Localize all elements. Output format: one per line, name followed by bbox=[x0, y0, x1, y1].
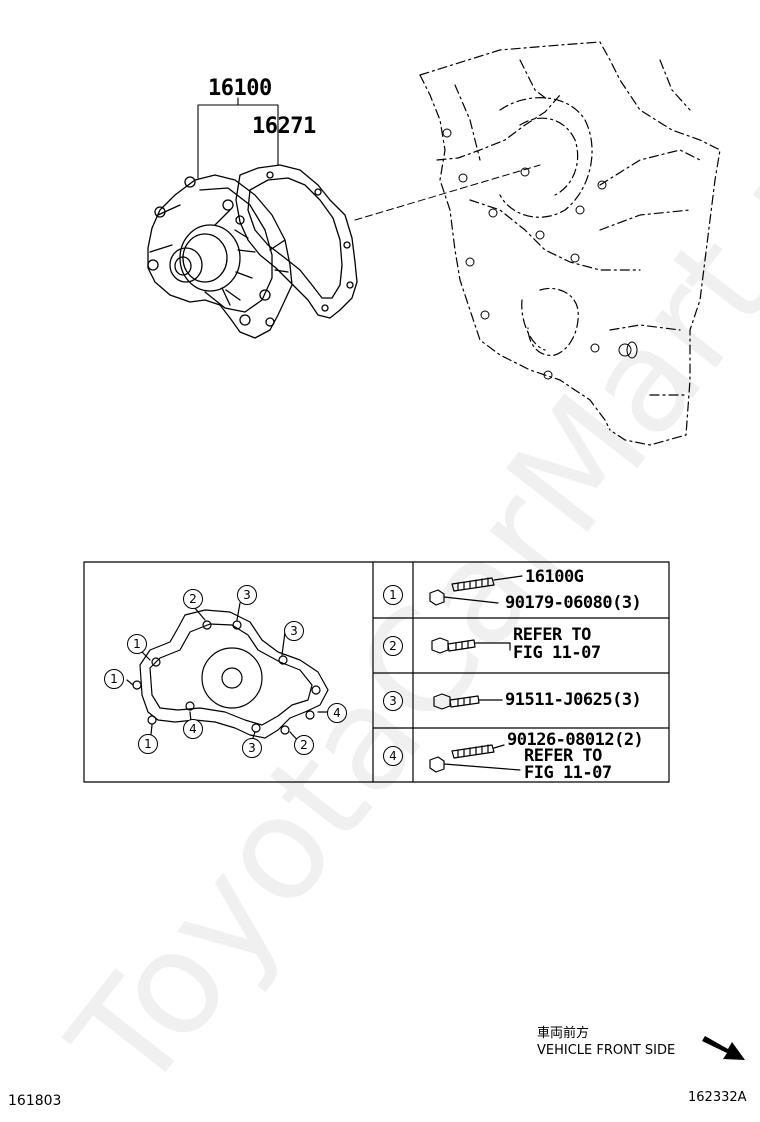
marker-3-bottom: 3 bbox=[242, 738, 262, 758]
part-16100G: 16100G bbox=[525, 567, 584, 587]
legend-marker-4: 4 bbox=[383, 746, 403, 766]
legend-marker-3: 3 bbox=[383, 691, 403, 711]
callout-16271: 16271 bbox=[252, 114, 316, 139]
marker-1-bottom: 1 bbox=[138, 734, 158, 754]
footer-right-code: 162332A bbox=[688, 1090, 747, 1105]
vehicle-front-jp: 車両前方 bbox=[537, 1026, 590, 1041]
marker-4-bottom: 4 bbox=[183, 719, 203, 739]
stud-bolt-icon-4 bbox=[429, 744, 521, 773]
marker-2-bottom: 2 bbox=[294, 735, 314, 755]
gasket-drawing bbox=[235, 164, 358, 319]
mounting-leader bbox=[354, 164, 541, 221]
vehicle-front-en: VEHICLE FRONT SIDE bbox=[537, 1043, 676, 1058]
bolt-icons bbox=[429, 575, 523, 773]
part-91511-J0625: 91511-J0625(3) bbox=[505, 690, 642, 710]
marker-3-right: 3 bbox=[284, 621, 304, 641]
legend-table bbox=[83, 561, 670, 783]
marker-3-top: 3 bbox=[237, 585, 257, 605]
marker-4-right: 4 bbox=[327, 703, 347, 723]
part-90126-08012: 90126-08012(2) bbox=[507, 730, 644, 750]
callout-16100: 16100 bbox=[208, 76, 272, 101]
bolt-icon-3 bbox=[433, 693, 503, 710]
marker-1-left-top: 1 bbox=[127, 634, 147, 654]
legend-marker-1: 1 bbox=[383, 585, 403, 605]
refer-to-row4: REFER TO bbox=[524, 746, 602, 766]
refer-to-row2: REFER TO bbox=[513, 625, 591, 645]
footer-left-code: 161803 bbox=[8, 1093, 62, 1109]
engine-block-outline bbox=[419, 41, 721, 446]
fig-ref-row4: FIG 11-07 bbox=[524, 763, 612, 783]
engine-block-holes bbox=[442, 128, 638, 380]
part-90179-06080: 90179-06080(3) bbox=[505, 593, 642, 613]
marker-2-top-left: 2 bbox=[183, 589, 203, 609]
vehicle-front-arrow-icon bbox=[702, 1036, 745, 1060]
bolt-icon-2 bbox=[431, 637, 511, 654]
marker-1-left: 1 bbox=[104, 669, 124, 689]
callout-leaders bbox=[197, 97, 279, 179]
legend-marker-2: 2 bbox=[383, 636, 403, 656]
water-pump-drawing bbox=[147, 174, 293, 339]
fig-ref-row2: FIG 11-07 bbox=[513, 643, 601, 663]
stud-bolt-icon bbox=[429, 575, 523, 606]
